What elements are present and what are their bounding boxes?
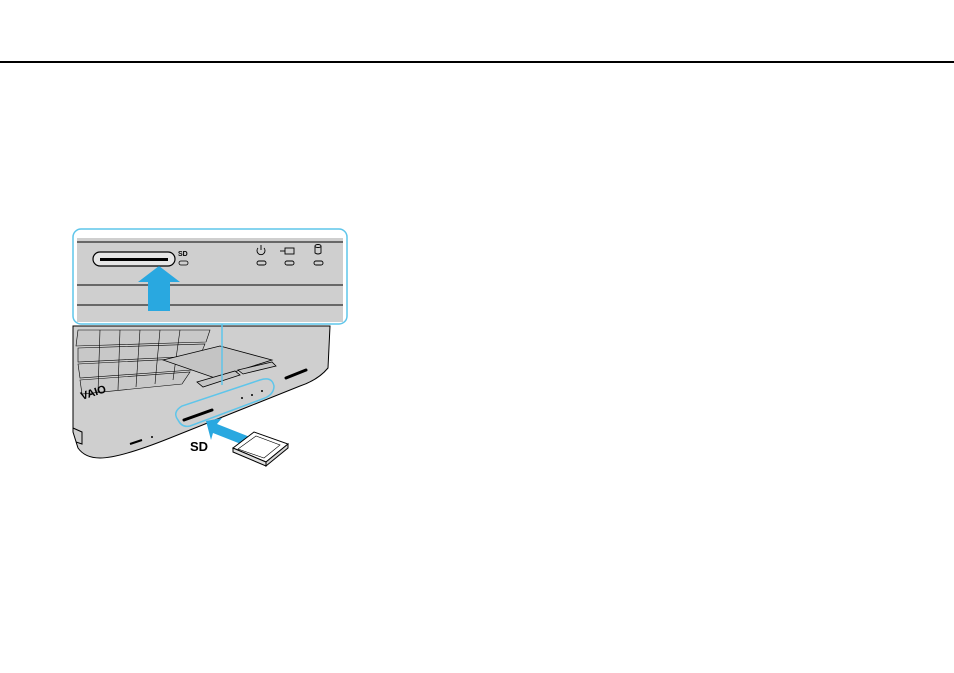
sd-card-insertion-illustration: VAIO SD [60, 220, 360, 470]
zoom-callout: SD [73, 229, 347, 324]
zoom-sd-label: SD [178, 251, 188, 258]
sd-card-label: SD [190, 439, 208, 454]
header-rule [0, 61, 954, 63]
